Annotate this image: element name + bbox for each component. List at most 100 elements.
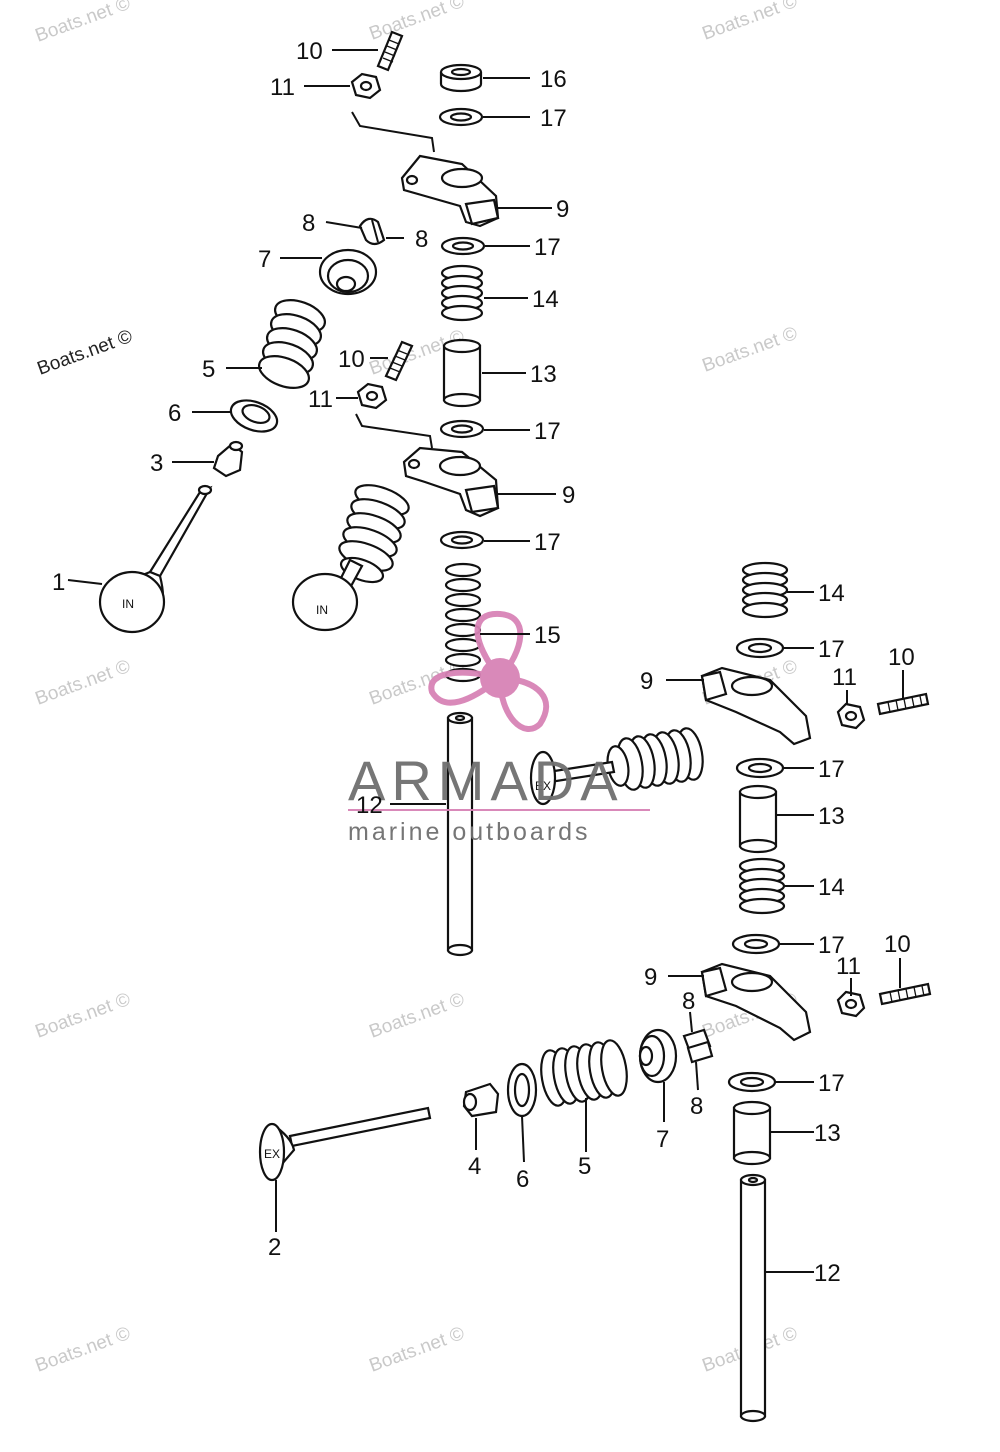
spring-14 bbox=[741, 561, 789, 619]
rocker-arm-9 bbox=[400, 154, 500, 228]
callout-17: 17 bbox=[534, 418, 561, 445]
callout-17: 17 bbox=[540, 105, 567, 132]
callout-11: 11 bbox=[832, 664, 857, 691]
callout-7: 7 bbox=[258, 246, 271, 273]
callout-14: 14 bbox=[532, 286, 559, 313]
callout-8: 8 bbox=[302, 210, 315, 237]
callout-1: 1 bbox=[52, 569, 65, 596]
valve-marking-ex: EX bbox=[264, 1147, 280, 1161]
washer-17 bbox=[735, 757, 785, 779]
callout-17: 17 bbox=[818, 636, 845, 663]
washer-17 bbox=[439, 530, 485, 550]
logo-tagline: marine outboards bbox=[348, 818, 591, 846]
spring-15 bbox=[444, 562, 482, 683]
callout-15: 15 bbox=[534, 622, 561, 649]
callout-14: 14 bbox=[818, 580, 845, 607]
callout-14: 14 bbox=[818, 874, 845, 901]
washer-17 bbox=[438, 107, 484, 127]
connector-line bbox=[351, 111, 435, 153]
spring-5 bbox=[540, 1039, 628, 1107]
shaft-12 bbox=[446, 711, 474, 957]
rocker-arm-9 bbox=[402, 446, 500, 518]
callout-10: 10 bbox=[884, 931, 911, 958]
spring-5 bbox=[258, 299, 326, 389]
nut-11 bbox=[836, 990, 866, 1018]
seat-6 bbox=[229, 399, 279, 433]
watermark: Boats.net © bbox=[33, 0, 134, 47]
callout-10: 10 bbox=[338, 346, 365, 373]
callout-13: 13 bbox=[814, 1120, 841, 1147]
watermark: Boats.net © bbox=[700, 323, 801, 377]
leader-lines bbox=[67, 49, 904, 1273]
stud-10 bbox=[878, 982, 932, 1006]
collar-13 bbox=[738, 784, 778, 854]
cotter-8 bbox=[682, 1028, 714, 1064]
callout-9: 9 bbox=[556, 196, 569, 223]
callout-10: 10 bbox=[296, 38, 323, 65]
callout-11: 11 bbox=[836, 953, 861, 980]
callout-5: 5 bbox=[202, 356, 215, 383]
valve-marking-ex: EX bbox=[535, 779, 551, 793]
watermark: Boats.net © bbox=[33, 656, 134, 710]
armada-logo: ARMADA marine outboards bbox=[348, 610, 650, 846]
washer-17 bbox=[735, 637, 785, 659]
seat-6 bbox=[506, 1062, 538, 1118]
callout-numbers: 10 11 16 17 9 8 8 17 7 14 5 10 11 13 6 1… bbox=[52, 38, 915, 1287]
watermark: Boats.net © bbox=[367, 1323, 468, 1377]
callout-17: 17 bbox=[818, 932, 845, 959]
washer-17 bbox=[727, 1071, 777, 1093]
callout-13: 13 bbox=[530, 361, 557, 388]
watermark: Boats.net © bbox=[700, 0, 801, 45]
callout-2: 2 bbox=[268, 1234, 281, 1261]
watermarks: Boats.net © Boats.net © Boats.net © Boat… bbox=[33, 0, 801, 1377]
callout-17: 17 bbox=[534, 529, 561, 556]
shaft-12 bbox=[739, 1173, 767, 1423]
valve-marking-in: IN bbox=[316, 603, 328, 617]
callout-8: 8 bbox=[682, 988, 695, 1015]
connector-line bbox=[355, 413, 433, 449]
callout-8: 8 bbox=[690, 1093, 703, 1120]
callout-17: 17 bbox=[818, 1070, 845, 1097]
callout-3: 3 bbox=[150, 450, 163, 477]
callout-9: 9 bbox=[644, 964, 657, 991]
propeller-icon bbox=[428, 610, 549, 732]
washer-17 bbox=[731, 933, 781, 955]
nut-11 bbox=[836, 702, 866, 730]
collar-13 bbox=[732, 1100, 772, 1166]
spring-14 bbox=[738, 857, 786, 915]
callout-8: 8 bbox=[415, 226, 428, 253]
retainer-7 bbox=[638, 1028, 678, 1084]
callout-17: 17 bbox=[818, 756, 845, 783]
callout-9: 9 bbox=[640, 668, 653, 695]
seal-4 bbox=[462, 1082, 500, 1118]
logo-name: ARMADA bbox=[348, 749, 624, 812]
seal-3 bbox=[212, 440, 244, 478]
spring-14 bbox=[440, 264, 484, 322]
watermark: Boats.net © bbox=[35, 326, 136, 380]
watermark: Boats.net © bbox=[367, 0, 468, 45]
intake-valve-1: IN bbox=[98, 484, 213, 634]
callout-13: 13 bbox=[818, 803, 845, 830]
washer-17 bbox=[439, 419, 485, 439]
callout-11: 11 bbox=[308, 386, 333, 413]
callout-6: 6 bbox=[168, 400, 181, 427]
washer-17 bbox=[440, 236, 486, 256]
cotter-8 bbox=[358, 217, 386, 246]
callout-17: 17 bbox=[534, 234, 561, 261]
intake-valve-assembly: IN bbox=[291, 484, 410, 632]
rocker-arm-9 bbox=[700, 666, 812, 746]
watermark: Boats.net © bbox=[367, 989, 468, 1043]
callout-10: 10 bbox=[888, 644, 915, 671]
callout-6: 6 bbox=[516, 1166, 529, 1193]
retainer-7 bbox=[318, 248, 378, 296]
callout-4: 4 bbox=[468, 1153, 481, 1180]
rocker-arm-9 bbox=[700, 962, 812, 1042]
exhaust-valve-2: EX bbox=[258, 1106, 432, 1182]
callout-16: 16 bbox=[540, 66, 567, 93]
cap-16 bbox=[439, 63, 483, 93]
watermark: Boats.net © bbox=[33, 989, 134, 1043]
callout-12: 12 bbox=[356, 792, 383, 819]
stud-10 bbox=[384, 340, 414, 382]
collar-13 bbox=[442, 338, 482, 408]
